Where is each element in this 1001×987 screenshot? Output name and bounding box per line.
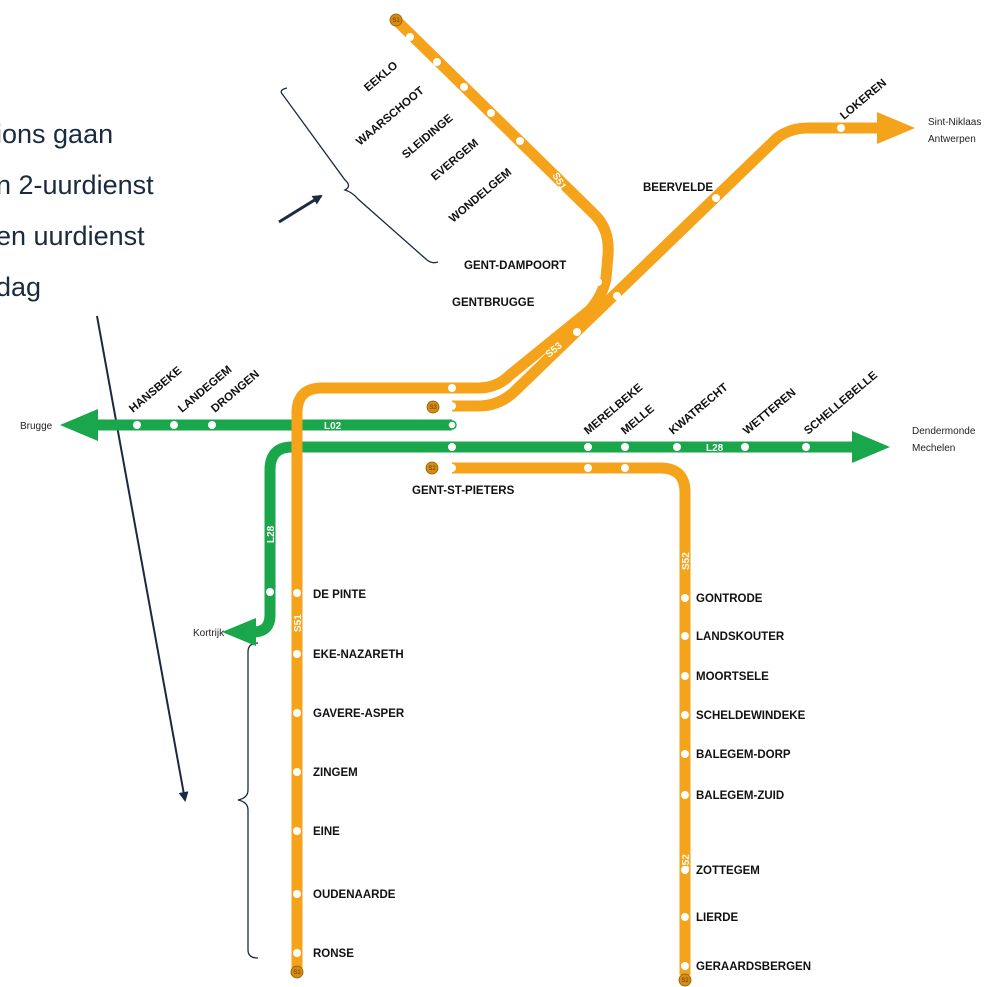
station-evergem: EVERGEM bbox=[429, 137, 481, 183]
line-s51 bbox=[291, 16, 614, 975]
station-ring-gent bbox=[447, 420, 457, 430]
station-balegem-zuid: BALEGEM-ZUID bbox=[696, 790, 784, 802]
arrow-brugge bbox=[60, 409, 98, 441]
dest-kortrijk: Kortrijk bbox=[193, 628, 225, 639]
badge-s51-south bbox=[290, 965, 304, 979]
station-geraardsbergen: GERAARDSBERGEN bbox=[696, 961, 811, 973]
station-wondelgem: WONDELGEM bbox=[447, 166, 514, 225]
line-l28-south bbox=[252, 441, 293, 638]
station-landskouter: LANDSKOUTER bbox=[696, 631, 785, 643]
station-schellebelle: SCHELLEBELLE bbox=[802, 369, 880, 437]
station-zingem: ZINGEM bbox=[313, 767, 358, 779]
station-ronse: RONSE bbox=[313, 948, 354, 960]
badge-s51-south-text: S1 bbox=[293, 970, 301, 976]
station-oudenaarde: OUDENAARDE bbox=[313, 889, 396, 901]
station-melle: MELLE bbox=[619, 403, 657, 437]
terminus-badges: S1 S3 S2 S1 S2 bbox=[290, 13, 692, 987]
label-l02: L02 bbox=[324, 421, 342, 432]
badge-s53-text: S3 bbox=[429, 405, 437, 411]
arrow-lokeren bbox=[877, 112, 915, 144]
line-s52 bbox=[452, 462, 691, 975]
annotation-line-1: ions gaan bbox=[0, 119, 113, 149]
dest-sint-niklaas: Sint-Niklaas bbox=[928, 117, 981, 128]
station-eeklo: EEKLO bbox=[362, 60, 400, 95]
dest-brugge: Brugge bbox=[20, 421, 53, 432]
dest-dendermonde: Dendermonde bbox=[912, 426, 976, 437]
station-gavere-asper: GAVERE-ASPER bbox=[313, 708, 405, 720]
dest-antwerpen: Antwerpen bbox=[928, 134, 976, 145]
station-gent-st-pieters: GENT-ST-PIETERS bbox=[412, 485, 515, 497]
badge-s52-south bbox=[678, 973, 692, 987]
badge-s51-north-text: S1 bbox=[392, 18, 400, 24]
station-eine: EINE bbox=[313, 826, 340, 838]
badge-s53 bbox=[426, 400, 440, 414]
dest-mechelen: Mechelen bbox=[912, 443, 955, 454]
label-s52-lower: S52 bbox=[681, 854, 692, 872]
arrow-kortrijk bbox=[222, 618, 256, 646]
station-zottegem: ZOTTEGEM bbox=[696, 865, 760, 877]
badge-s52-text: S2 bbox=[428, 466, 436, 472]
station-moortsele: MOORTSELE bbox=[696, 671, 769, 683]
label-l28-south: L28 bbox=[266, 525, 277, 543]
station-dots bbox=[133, 33, 845, 970]
arrow-dendermonde bbox=[852, 431, 890, 463]
station-beervelde: BEERVELDE bbox=[643, 182, 713, 194]
station-scheldewindeke: SCHELDEWINDEKE bbox=[696, 710, 806, 722]
destinations: Brugge Kortrijk Sint-Niklaas Antwerpen D… bbox=[20, 117, 981, 639]
green-lines bbox=[60, 409, 890, 646]
station-hansbeke: HANSBEKE bbox=[127, 364, 184, 415]
annotation-arrow-north bbox=[278, 194, 323, 224]
station-gentbrugge: GENTBRUGGE bbox=[452, 297, 535, 309]
label-s52-upper: S52 bbox=[681, 552, 692, 570]
annotation-line-2: n 2-uurdienst bbox=[0, 170, 154, 200]
badge-s52-south-text: S2 bbox=[681, 978, 689, 984]
station-balegem-dorp: BALEGEM-DORP bbox=[696, 749, 791, 761]
brace-north bbox=[280, 87, 439, 264]
station-gent-dampoort: GENT-DAMPOORT bbox=[464, 260, 566, 272]
line-s53 bbox=[452, 122, 880, 412]
station-gontrode: GONTRODE bbox=[696, 593, 763, 605]
orange-lines bbox=[291, 16, 880, 975]
brace-south bbox=[237, 642, 259, 959]
station-sleidinge: SLEIDINGE bbox=[400, 112, 455, 161]
annotation-line-3: en uurdienst bbox=[0, 221, 145, 251]
station-eke-nazareth: EKE-NAZARETH bbox=[313, 649, 404, 661]
station-lierde: LIERDE bbox=[696, 912, 739, 924]
annotation-line-4: dag bbox=[0, 272, 41, 302]
badge-s52 bbox=[425, 461, 439, 475]
annotation-arrow-south bbox=[96, 315, 189, 802]
badge-s51-north bbox=[389, 13, 403, 27]
label-s51-south: S51 bbox=[293, 614, 304, 632]
label-l28-east: L28 bbox=[706, 443, 724, 454]
station-de-pinte: DE PINTE bbox=[313, 589, 366, 601]
station-wetteren: WETTEREN bbox=[741, 387, 798, 438]
station-labels: EEKLO WAARSCHOOT SLEIDINGE EVERGEM WONDE… bbox=[127, 60, 889, 973]
station-kwatrecht: KWATRECHT bbox=[667, 381, 730, 437]
annotation-text: ions gaan n 2-uurdienst en uurdienst dag bbox=[0, 119, 154, 302]
